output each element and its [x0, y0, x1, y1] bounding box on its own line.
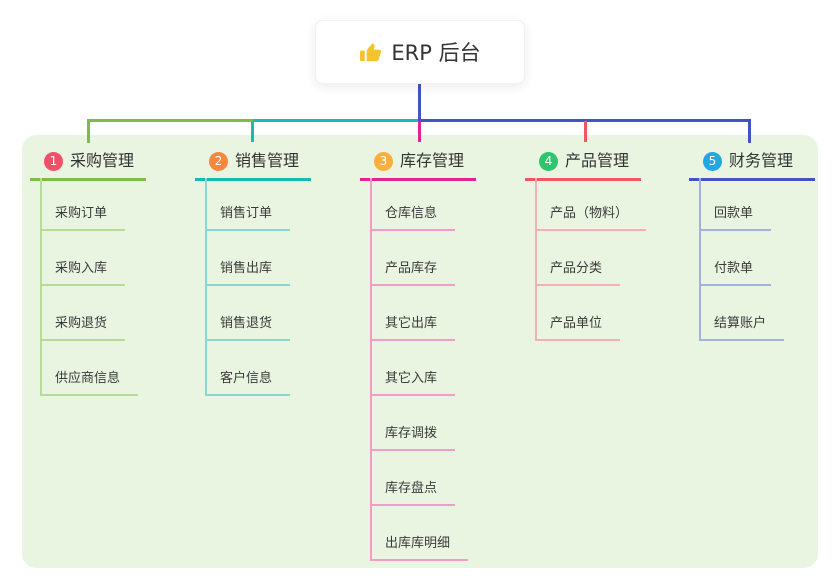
subtopic[interactable]: 客户信息 [205, 370, 291, 396]
subtopic[interactable]: 付款单 [699, 260, 772, 286]
branch-sales: 2 销售管理 销售订单 销售出库 销售退货 客户信息 [195, 145, 312, 396]
topic-label: 库存管理 [400, 151, 465, 170]
subtopic[interactable]: 出库库明细 [370, 535, 469, 561]
subtopic[interactable]: 产品单位 [535, 315, 621, 341]
topic-label: 销售管理 [235, 151, 300, 170]
subtopic[interactable]: 仓库信息 [370, 205, 456, 231]
topic-inventory-management[interactable]: 3 库存管理 [360, 145, 477, 181]
root-topic[interactable]: ERP 后台 [315, 20, 525, 84]
thumbs-up-icon [360, 43, 382, 61]
subtopic[interactable]: 产品（物料） [535, 205, 647, 231]
topic-label: 财务管理 [729, 151, 794, 170]
subtopic[interactable]: 库存盘点 [370, 480, 456, 506]
subtopic[interactable]: 其它出库 [370, 315, 456, 341]
topic-finance-management[interactable]: 5 财务管理 [689, 145, 815, 181]
connector-drop-purchase [87, 119, 90, 143]
connector-root [418, 82, 421, 119]
topic-label: 采购管理 [70, 151, 135, 170]
connector-drop-sales [251, 121, 254, 142]
subtopic[interactable]: 产品分类 [535, 260, 621, 286]
topic-product-management[interactable]: 4 产品管理 [525, 145, 642, 181]
subtopic[interactable]: 采购订单 [40, 205, 126, 231]
subtopic[interactable]: 供应商信息 [40, 370, 139, 396]
connector-drop-inventory [418, 121, 421, 142]
branch-inventory: 3 库存管理 仓库信息 产品库存 其它出库 其它入库 库存调拨 库存盘点 出库库… [360, 145, 477, 561]
branch-vline [370, 178, 372, 559]
number-badge-icon: 5 [703, 151, 722, 171]
branch-vline [40, 178, 42, 394]
subtopic[interactable]: 结算账户 [699, 315, 785, 341]
subtopic[interactable]: 其它入库 [370, 370, 456, 396]
number-badge-icon: 3 [374, 151, 393, 171]
branch-product: 4 产品管理 产品（物料） 产品分类 产品单位 [525, 145, 647, 341]
root-topic-label: ERP 后台 [391, 41, 481, 65]
branch-vline [205, 178, 207, 394]
subtopic[interactable]: 销售订单 [205, 205, 291, 231]
number-badge-icon: 4 [539, 151, 558, 171]
subtopic[interactable]: 回款单 [699, 205, 772, 231]
branch-vline [699, 178, 701, 339]
subtopic[interactable]: 产品库存 [370, 260, 456, 286]
connector-spine-left [87, 119, 255, 122]
branch-finance: 5 财务管理 回款单 付款单 结算账户 [689, 145, 815, 341]
connector-spine-mid [253, 119, 418, 122]
subtopic[interactable]: 采购退货 [40, 315, 126, 341]
connector-spine-right [418, 119, 751, 122]
topic-sales-management[interactable]: 2 销售管理 [195, 145, 312, 181]
connector-drop-product [584, 121, 587, 142]
branch-vline [535, 178, 537, 339]
subtopic[interactable]: 销售退货 [205, 315, 291, 341]
connector-drop-finance [748, 119, 751, 143]
topic-purchase-management[interactable]: 1 采购管理 [30, 145, 147, 181]
subtopic[interactable]: 销售出库 [205, 260, 291, 286]
branch-purchase: 1 采购管理 采购订单 采购入库 采购退货 供应商信息 [30, 145, 147, 396]
subtopic[interactable]: 库存调拨 [370, 425, 456, 451]
number-badge-icon: 2 [209, 151, 228, 171]
number-badge-icon: 1 [44, 151, 63, 171]
subtopic[interactable]: 采购入库 [40, 260, 126, 286]
topic-label: 产品管理 [565, 151, 630, 170]
branch-group-panel [22, 135, 818, 568]
